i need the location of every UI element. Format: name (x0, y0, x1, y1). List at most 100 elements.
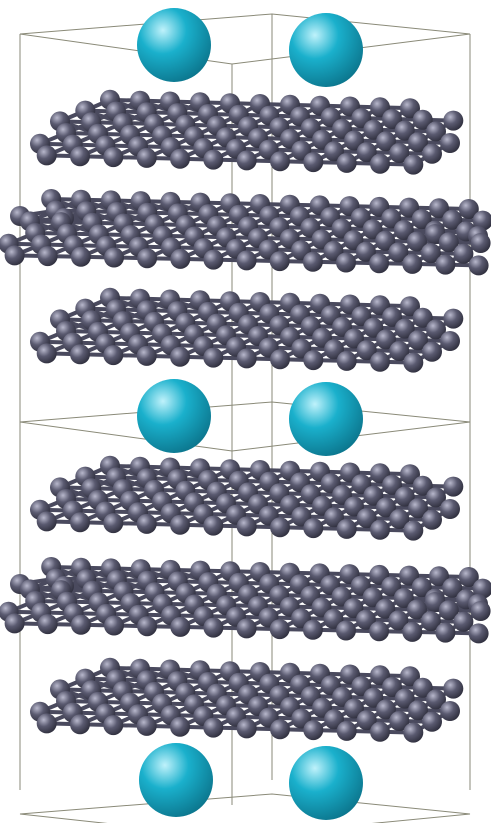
carbon-atom-icon (137, 248, 158, 269)
carbon-atom-icon (203, 149, 224, 170)
carbon-atom-icon (355, 241, 376, 262)
carbon-atom-icon (440, 701, 460, 721)
graphene-layer-1 (0, 189, 491, 276)
carbon-atom-icon (70, 714, 90, 735)
carbon-atom-icon (388, 610, 409, 631)
carbon-atom-icon (70, 512, 90, 533)
carbon-atom-icon (429, 198, 449, 219)
carbon-atom-icon (422, 143, 442, 164)
carbon-atom-icon (412, 109, 433, 130)
carbon-atoms (30, 657, 464, 743)
carbon-atom-icon (389, 509, 410, 529)
carbon-atom-icon (103, 715, 124, 736)
carbon-atom-icon (36, 511, 57, 532)
carbon-atom-icon (376, 497, 396, 518)
carbon-atom-icon (399, 197, 420, 218)
carbon-atom-icon (435, 254, 456, 275)
carbon-atom-icon (388, 242, 409, 263)
carbon-atom-icon (408, 700, 428, 721)
carbon-atom-icon (426, 121, 446, 142)
carbon-atom-icon (324, 141, 344, 162)
carbon-atom-icon (435, 622, 456, 643)
carbon-atom-icon (438, 600, 459, 621)
carbon-atom-icon (382, 677, 402, 697)
intercalant-atoms-front (137, 379, 363, 456)
carbon-atom-icon (324, 507, 344, 528)
carbon-atom-icon (400, 296, 420, 317)
carbon-atom-icon (236, 516, 257, 537)
carbon-atom-icon (412, 307, 433, 328)
carbon-atom-icon (356, 710, 377, 731)
carbon-atom-icon (440, 133, 460, 153)
carbon-atom-icon (403, 520, 424, 541)
graphene-layer-3 (30, 455, 464, 541)
carbon-atom-icon (468, 255, 489, 276)
carbon-atom-icon (37, 614, 58, 635)
carbon-atom-icon (344, 328, 364, 349)
carbon-atom-icon (470, 233, 491, 253)
carbon-atom-icon (170, 716, 190, 737)
carbon-atom-icon (36, 713, 57, 734)
carbon-atom-icon (411, 577, 432, 598)
carbon-atom-icon (336, 152, 357, 173)
carbon-atom-icon (443, 476, 464, 497)
carbon-atom-icon (103, 513, 124, 534)
carbon-atom-icon (70, 246, 91, 267)
carbon-atom-icon (104, 615, 124, 636)
carbon-atom-icon (426, 487, 446, 508)
intercalant-atom-icon (289, 746, 363, 820)
carbon-atom-icon (236, 718, 257, 739)
carbon-atom-icon (443, 678, 464, 699)
carbon-atom-icon (426, 319, 446, 340)
carbon-atom-icon (303, 518, 324, 539)
carbon-atom-icon (362, 219, 383, 240)
carbon-atom-icon (393, 588, 414, 608)
carbon-atom-icon (203, 515, 224, 536)
carbon-atom-icon (403, 352, 424, 373)
carbon-atom-icon (236, 250, 257, 271)
carbon-atom-icon (370, 519, 390, 540)
carbon-atom-icon (381, 576, 402, 597)
carbon-atom-icon (203, 249, 224, 270)
carbon-atom-icon (344, 130, 364, 151)
carbon-atoms (30, 89, 464, 175)
carbon-atom-icon (103, 345, 124, 366)
intercalant-atom-icon (139, 743, 213, 817)
carbon-atom-icon (4, 613, 25, 634)
carbon-atom-icon (472, 210, 491, 231)
carbon-atom-icon (382, 474, 402, 495)
carbon-atom-icon (136, 715, 157, 736)
carbon-atom-icon (370, 153, 390, 174)
graphene-layer-4 (0, 557, 491, 644)
carbon-atom-icon (170, 514, 190, 535)
carbon-atom-icon (323, 240, 344, 261)
carbon-atom-icon (458, 567, 479, 587)
carbon-atom-icon (422, 341, 442, 362)
intercalant-atom-icon (289, 382, 363, 456)
carbon-atom-icon (70, 614, 91, 635)
carbon-atom-icon (440, 499, 460, 519)
carbon-atom-icon (438, 232, 459, 253)
carbon-atom-icon (356, 142, 377, 163)
carbon-atoms (0, 189, 491, 276)
carbon-atom-icon (356, 508, 377, 529)
carbon-atom-icon (336, 720, 357, 741)
carbon-atom-icon (170, 346, 190, 367)
carbon-atom-icon (422, 711, 442, 732)
carbon-atom-icon (269, 251, 290, 272)
carbon-atoms (30, 455, 464, 541)
carbon-atom-icon (324, 339, 344, 360)
intercalant-atom-icon (289, 13, 363, 87)
carbon-atom-icon (136, 345, 157, 366)
carbon-atom-icon (302, 619, 323, 640)
carbon-atom-icon (408, 498, 428, 519)
carbon-atom-icon (389, 143, 410, 163)
carbon-atom-icon (389, 341, 410, 361)
carbon-atom-icon (375, 230, 396, 251)
carbon-atom-icon (270, 719, 290, 740)
carbon-atom-icon (137, 616, 158, 637)
carbon-atom-icon (362, 587, 383, 608)
carbon-atom-icon (369, 253, 390, 274)
carbon-atom-icon (394, 486, 415, 507)
carbon-atom-icon (407, 599, 427, 620)
